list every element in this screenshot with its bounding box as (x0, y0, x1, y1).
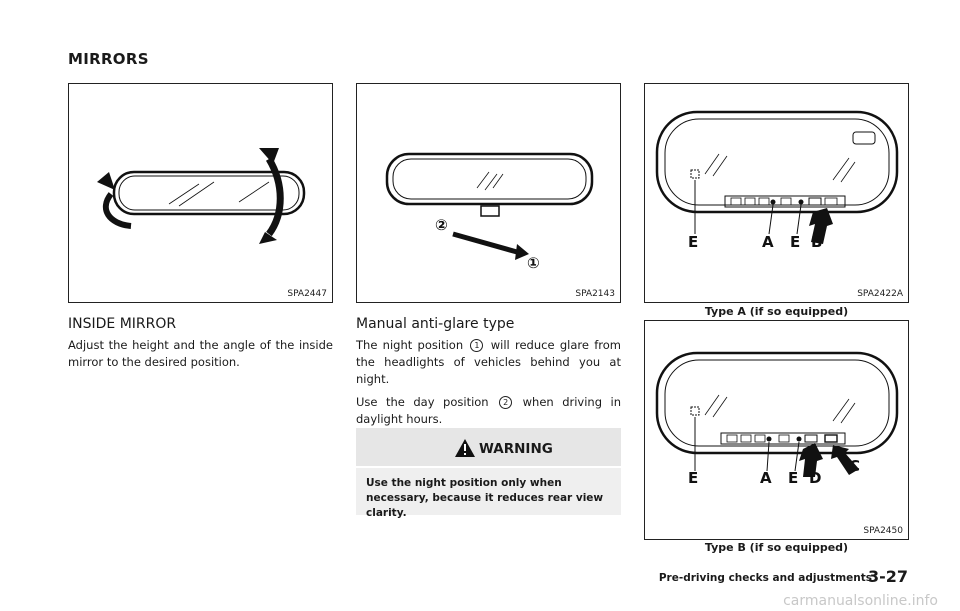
marker-1: 1 (470, 339, 484, 352)
callout-c: C (849, 457, 860, 475)
inside-mirror-text: Adjust the height and the angle of the i… (68, 337, 333, 377)
callout-b: B (811, 233, 822, 251)
anti-glare-illustration: ② ① (385, 152, 594, 272)
paragraph-text: will reduce glare from the headlights of… (356, 338, 621, 386)
callout-2: ② (435, 216, 448, 234)
callout-e: E (688, 233, 698, 251)
figure-caption-type-b: Type B (if so equipped) (704, 541, 849, 554)
page-number: 3-27 (867, 567, 908, 586)
type-b-illustration: E A E D C (655, 351, 899, 487)
footer-section-name: Pre-driving checks and adjustments (658, 572, 872, 584)
figure-code: SPA2143 (575, 289, 615, 299)
paragraph-text: when driving in daylight hours. (356, 395, 621, 426)
watermark: carmanualsonline.info (783, 593, 938, 609)
callout-e: E (688, 469, 698, 487)
callout-e: E (790, 233, 800, 251)
heading-inside-mirror: INSIDE MIRROR (68, 316, 177, 332)
figure-code: SPA2447 (287, 289, 327, 299)
figure-type-b: E A E D C SPA2450 (644, 320, 909, 540)
warning-header: WARNING (356, 428, 621, 466)
warning-text: Use the night position only when necessa… (356, 468, 621, 519)
figure-inside-mirror: SPA2447 (68, 83, 333, 303)
callout-a: A (762, 233, 774, 251)
warning-triangle-icon (455, 439, 475, 457)
marker-2: 2 (499, 396, 513, 409)
paragraph-text: Use the day position (356, 395, 489, 409)
figure-caption-type-a: Type A (if so equipped) (704, 305, 849, 318)
inside-mirror-paragraph: Adjust the height and the angle of the i… (68, 338, 333, 369)
mirror-adjust-illustration (97, 148, 306, 244)
day-position-paragraph: Use the day position 2 when driving in d… (356, 394, 621, 428)
night-position-paragraph: The night position 1 will reduce glare f… (356, 337, 621, 388)
figure-code: SPA2450 (863, 526, 903, 536)
callout-d: D (809, 469, 821, 487)
page-title: MIRRORS (68, 50, 149, 68)
paragraph-text: The night position (356, 338, 464, 352)
figure-type-a: E A E B SPA2422A (644, 83, 909, 303)
manual-anti-glare-text: The night position 1 will reduce glare f… (356, 337, 621, 434)
warning-label: WARNING (479, 441, 553, 457)
figure-manual-anti-glare: ② ① SPA2143 (356, 83, 621, 303)
callout-1: ① (527, 254, 540, 272)
figure-code: SPA2422A (857, 289, 903, 299)
heading-manual-anti-glare: Manual anti-glare type (356, 316, 515, 332)
callout-a: A (760, 469, 772, 487)
callout-e: E (788, 469, 798, 487)
type-a-illustration: E A E B (655, 110, 899, 251)
